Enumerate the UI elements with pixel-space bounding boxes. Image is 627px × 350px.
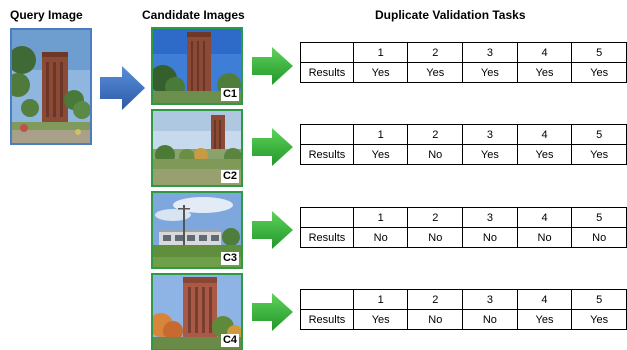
task-number-cell: 4 <box>516 42 573 63</box>
task-number-cell: 2 <box>407 42 464 63</box>
header-blank-cell <box>300 207 354 228</box>
results-label-cell: Results <box>300 227 354 248</box>
task-table-c3: 1 2 3 4 5 Results No No No No No <box>300 207 627 248</box>
task-number-cell: 3 <box>462 42 518 63</box>
task-number-cell: 3 <box>462 124 518 145</box>
result-cell: No <box>407 227 464 248</box>
task-number-cell: 2 <box>407 124 464 145</box>
result-cell: No <box>407 144 464 165</box>
task-number-cell: 5 <box>571 207 627 228</box>
task-number-cell: 1 <box>352 207 409 228</box>
task-number-cell: 4 <box>516 207 573 228</box>
result-cell: No <box>462 309 518 330</box>
green-arrow-icon <box>252 211 293 249</box>
candidate-images-heading: Candidate Images <box>142 8 245 22</box>
result-cell: No <box>407 309 464 330</box>
task-header-row: 1 2 3 4 5 <box>300 42 627 63</box>
candidate-tag-c2: C2 <box>220 170 239 183</box>
task-number-cell: 4 <box>516 124 573 145</box>
task-header-row: 1 2 3 4 5 <box>300 124 627 145</box>
task-number-cell: 5 <box>571 42 627 63</box>
task-number-cell: 1 <box>352 289 409 310</box>
candidate-image-c4: C4 <box>151 273 243 350</box>
result-cell: Yes <box>571 62 627 83</box>
candidate-image-c3: C3 <box>151 191 243 269</box>
result-cell: No <box>516 227 573 248</box>
task-number-cell: 1 <box>352 124 409 145</box>
result-cell: Yes <box>571 309 627 330</box>
task-table-c1: 1 2 3 4 5 Results Yes Yes Yes Yes Yes <box>300 42 627 83</box>
result-cell: Yes <box>352 62 409 83</box>
result-cell: Yes <box>571 144 627 165</box>
task-results-row: Results No No No No No <box>300 227 627 248</box>
header-blank-cell <box>300 124 354 145</box>
task-number-cell: 1 <box>352 42 409 63</box>
result-cell: Yes <box>516 62 573 83</box>
task-header-row: 1 2 3 4 5 <box>300 207 627 228</box>
candidate-tag-c1: C1 <box>220 88 239 101</box>
task-table-c4: 1 2 3 4 5 Results Yes No No Yes Yes <box>300 289 627 330</box>
green-arrow-icon <box>252 47 293 85</box>
results-label-cell: Results <box>300 309 354 330</box>
result-cell: Yes <box>516 144 573 165</box>
result-cell: Yes <box>462 144 518 165</box>
result-cell: Yes <box>352 309 409 330</box>
result-cell: Yes <box>352 144 409 165</box>
results-label-cell: Results <box>300 144 354 165</box>
query-image-heading: Query Image <box>10 8 83 22</box>
task-number-cell: 5 <box>571 289 627 310</box>
task-header-row: 1 2 3 4 5 <box>300 289 627 310</box>
candidate-image-c1: C1 <box>151 27 243 105</box>
candidate-tag-c4: C4 <box>220 334 239 347</box>
candidate-image-c2: C2 <box>151 109 243 187</box>
result-cell: Yes <box>462 62 518 83</box>
result-cell: No <box>462 227 518 248</box>
result-cell: No <box>352 227 409 248</box>
result-cell: No <box>571 227 627 248</box>
task-results-row: Results Yes No Yes Yes Yes <box>300 144 627 165</box>
validation-tasks-heading: Duplicate Validation Tasks <box>375 8 526 22</box>
green-arrow-icon <box>252 128 293 166</box>
candidate-tag-c3: C3 <box>220 252 239 265</box>
task-results-row: Results Yes Yes Yes Yes Yes <box>300 62 627 83</box>
result-cell: Yes <box>407 62 464 83</box>
header-blank-cell <box>300 42 354 63</box>
task-number-cell: 3 <box>462 207 518 228</box>
results-label-cell: Results <box>300 62 354 83</box>
result-cell: Yes <box>516 309 573 330</box>
task-number-cell: 3 <box>462 289 518 310</box>
task-number-cell: 2 <box>407 207 464 228</box>
task-number-cell: 2 <box>407 289 464 310</box>
query-image <box>10 28 92 145</box>
task-results-row: Results Yes No No Yes Yes <box>300 309 627 330</box>
task-number-cell: 5 <box>571 124 627 145</box>
task-table-c2: 1 2 3 4 5 Results Yes No Yes Yes Yes <box>300 124 627 165</box>
green-arrow-icon <box>252 293 293 331</box>
task-number-cell: 4 <box>516 289 573 310</box>
header-blank-cell <box>300 289 354 310</box>
blue-arrow-icon <box>100 66 145 110</box>
